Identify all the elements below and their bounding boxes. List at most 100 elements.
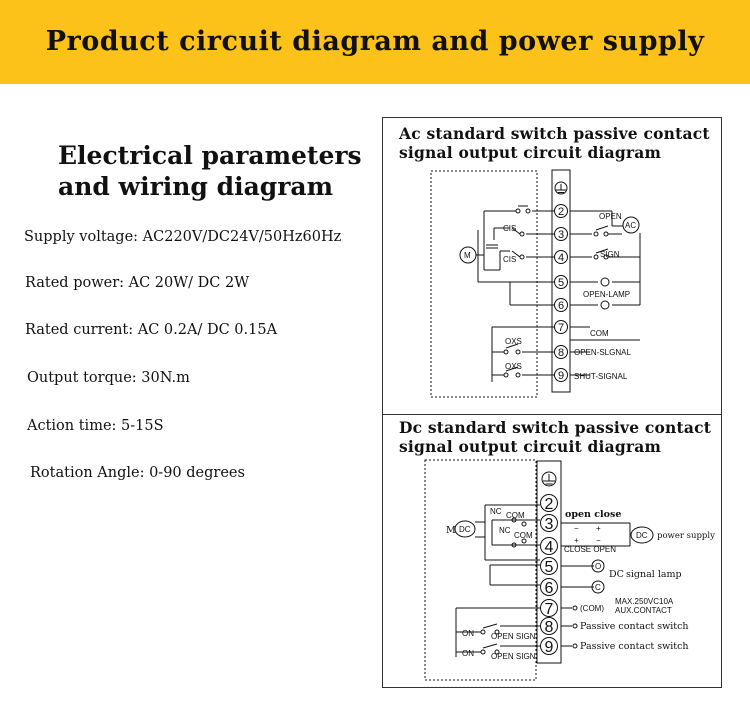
dc-terminal-3: 3	[545, 516, 554, 533]
dc-source-label: DC	[636, 531, 648, 540]
dc-diagram-title-line2: signal output circuit diagram	[399, 437, 662, 456]
dc-plus-label-2: +	[574, 536, 579, 545]
dc-terminal-strip	[536, 460, 562, 664]
ac-motor-label: M	[464, 251, 471, 260]
dc-max-rating-label: MAX.250VC10A	[615, 597, 674, 606]
dc-terminal-9-ring	[540, 637, 558, 655]
ac-terminal-4: 4	[558, 252, 564, 264]
dc-com-label-1: COM	[506, 511, 525, 520]
ac-lamp-2-icon	[600, 300, 610, 310]
ac-terminal-8-ring	[554, 345, 568, 359]
param-supply-voltage: Supply voltage: AC220V/DC24V/50Hz60Hz	[24, 229, 342, 245]
dc-terminal-9: 9	[545, 639, 554, 656]
dc-terminal-3-ring	[540, 514, 558, 532]
ac-sign-label: SIGN	[600, 250, 620, 259]
ac-lamp-1-icon	[600, 277, 610, 287]
dc-terminal-6-ring	[540, 578, 558, 596]
dc-terminal-8: 8	[545, 619, 554, 636]
ac-open-signal-label: OPEN-SLGNAL	[574, 348, 631, 357]
dc-lamp-open-icon	[591, 559, 605, 573]
ac-terminal-3: 3	[558, 229, 564, 241]
dc-ground-icon	[541, 471, 557, 487]
ac-terminal-7-ring	[554, 320, 568, 334]
ac-power-source-icon	[622, 216, 640, 234]
dc-power-source-icon	[630, 526, 654, 544]
diagram-divider	[382, 414, 722, 415]
dc-labels: open close − + + − CLOSE OPEN DC power s…	[446, 507, 715, 661]
dc-lamp-c-label: C	[595, 583, 601, 592]
ac-source-label: AC	[625, 221, 636, 230]
dc-nc-label-2: NC	[499, 526, 511, 535]
dc-signal-lamp-label: signal lamp	[626, 569, 682, 580]
ac-actuator-boundary	[430, 170, 538, 398]
param-rated-current: Rated current: AC 0.2A/ DC 0.15A	[25, 322, 278, 338]
ac-terminals: 2 3 4 5 6 7 8 9	[554, 204, 568, 382]
dc-circuit	[424, 459, 562, 681]
dc-lamp-dc-label: DC	[609, 569, 624, 580]
dc-lamp-o-label: O	[595, 562, 601, 571]
dc-on-label-1: ON	[462, 629, 474, 638]
dc-minus-label-1: −	[574, 524, 579, 533]
page-title: Product circuit diagram and power supply	[45, 26, 705, 57]
dc-close-open-label: CLOSE OPEN	[564, 545, 616, 554]
ac-terminal-strip	[551, 169, 571, 393]
ac-open-lamp-label: OPEN-LAMP	[583, 290, 630, 299]
dc-open-sign-label-2: OPEN SIGN	[491, 652, 536, 661]
dc-wiring	[454, 504, 654, 657]
dc-minus-label-2: −	[596, 536, 601, 545]
parameters-heading-line1: Electrical parameters	[58, 141, 362, 170]
ac-com-label: COM	[590, 329, 609, 338]
ac-terminal-7: 7	[558, 322, 564, 334]
dc-terminal-2: 2	[545, 496, 554, 513]
ac-diagram-title-line1: Ac standard switch passive contact	[399, 124, 710, 143]
param-rated-power: Rated power: AC 20W/ DC 2W	[25, 275, 250, 291]
ac-terminal-2-ring	[554, 204, 568, 218]
dc-on-label-2: ON	[462, 649, 474, 658]
ac-terminal-2: 2	[558, 206, 564, 218]
ac-shut-signal-label: SHUT-SIGNAL	[574, 372, 628, 381]
dc-aux-contact-label: AUX.CONTACT	[615, 606, 672, 615]
ac-wiring	[459, 205, 641, 382]
diagram-frame	[382, 117, 722, 688]
ac-terminal-3-ring	[554, 227, 568, 241]
dc-diagram-title: Dc standard switch passive contact signa…	[399, 418, 711, 456]
ac-terminal-9-ring	[554, 368, 568, 382]
dc-com-label-2: COM	[514, 531, 533, 540]
ac-cis-label-1: CIS	[503, 224, 516, 233]
dc-power-supply-label: power supply	[657, 531, 715, 541]
ac-terminal-4-ring	[554, 250, 568, 264]
ac-oxs-label-2: OXS	[505, 362, 522, 371]
ac-labels: OPEN SIGN AC M CIS CIS OPEN-LAMP COM OXS…	[464, 212, 636, 381]
dc-com-label: (COM)	[580, 604, 604, 613]
ac-terminal-8: 8	[558, 347, 564, 359]
ac-ground-icon	[554, 181, 568, 195]
header-banner	[0, 0, 750, 84]
dc-motor-icon	[454, 520, 476, 538]
ac-open-label: OPEN	[599, 212, 622, 221]
ac-terminal-9: 9	[558, 370, 564, 382]
dc-terminal-4-ring	[540, 537, 558, 555]
dc-terminal-5: 5	[545, 559, 554, 576]
ac-terminal-5-ring	[554, 275, 568, 289]
parameters-heading: Electrical parameters and wiring diagram	[58, 140, 362, 202]
ac-diagram-title-line2: signal output circuit diagram	[399, 143, 662, 162]
param-action-time: Action time: 5-15S	[27, 418, 164, 434]
ac-circuit	[430, 169, 571, 398]
dc-terminal-4: 4	[545, 539, 554, 556]
dc-actuator-boundary	[424, 459, 537, 681]
dc-terminal-8-ring	[540, 617, 558, 635]
ac-oxs-label-1: OXS	[505, 337, 522, 346]
dc-motor-dc-label: DC	[459, 525, 471, 534]
dc-terminal-6: 6	[545, 580, 554, 597]
dc-terminal-5-ring	[540, 557, 558, 575]
ac-terminal-6: 6	[558, 300, 564, 312]
ac-terminal-5: 5	[558, 277, 564, 289]
dc-lamp-close-icon	[591, 580, 605, 594]
dc-nc-label-1: NC	[490, 507, 502, 516]
dc-open-sign-label-1: OPEN SIGN	[491, 632, 536, 641]
dc-terminal-7-ring	[540, 599, 558, 617]
dc-diagram-title-line1: Dc standard switch passive contact	[399, 418, 712, 437]
dc-terminal-2-ring	[540, 494, 558, 512]
dc-plus-label-1: +	[596, 524, 601, 533]
